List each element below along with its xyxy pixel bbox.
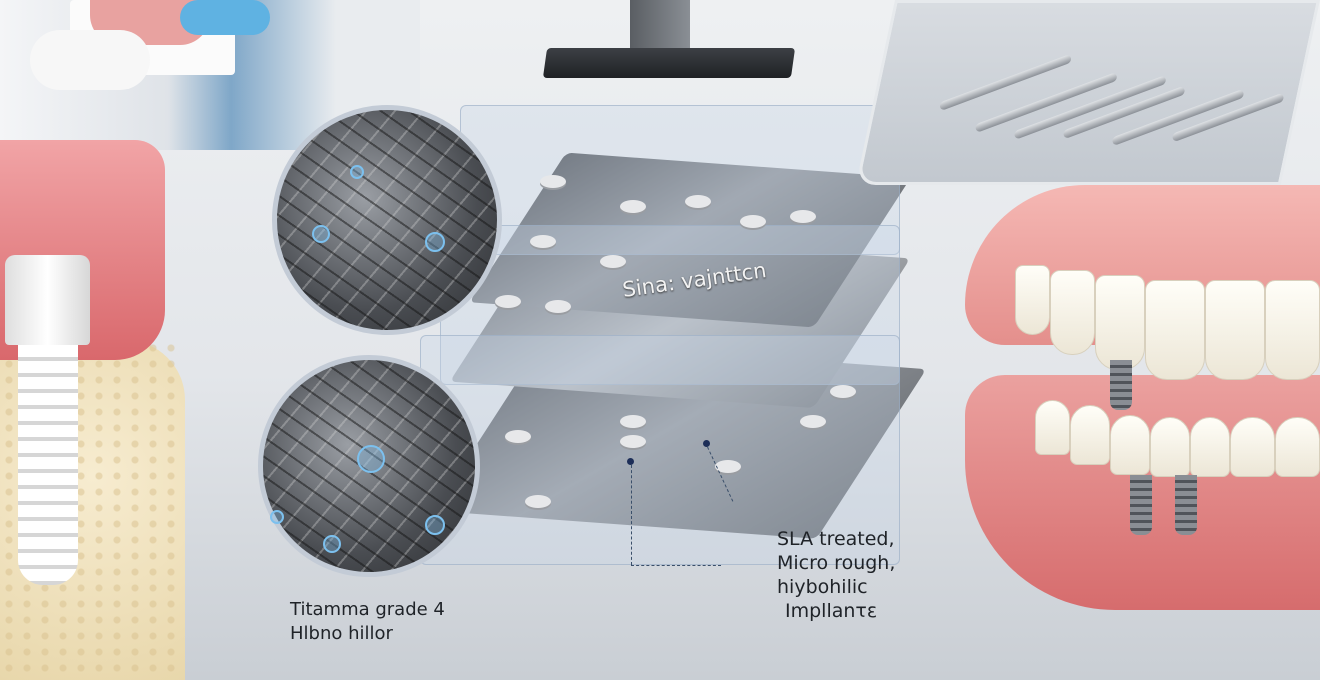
cell-bubble — [350, 165, 364, 179]
cell-bubble — [425, 515, 445, 535]
callout-line-text: hiybohilic — [777, 576, 868, 598]
callout-line-text: SLA treated, — [777, 528, 895, 550]
callout-line-text: Hlbno hillor — [290, 623, 393, 644]
callout-line — [631, 465, 632, 565]
implant-surface-layers — [320, 105, 927, 565]
surface-treatment-callout: SLA treated, Micro rough, hiybohilic Imp… — [777, 527, 895, 623]
micro-surface-magnified-bottom — [258, 355, 480, 577]
cell-bubble — [323, 535, 341, 553]
cell-bubble — [425, 232, 445, 252]
cell-bubble — [312, 225, 330, 243]
gloved-hand-left — [30, 30, 150, 90]
monitor-stand — [542, 0, 796, 82]
instrument-tray — [855, 0, 1320, 185]
cell-bubble — [357, 445, 385, 473]
callout-line — [631, 565, 721, 566]
callout-dot — [703, 440, 710, 447]
callout-line-text: Titamma grade 4 — [290, 599, 445, 620]
gloved-hand-right — [180, 0, 270, 35]
micro-surface-magnified-top — [272, 105, 502, 335]
material-callout: Titamma grade 4 Hlbno hillor — [290, 598, 445, 646]
full-denture-with-implants — [965, 185, 1320, 610]
callout-dot — [627, 458, 634, 465]
cell-bubble — [270, 510, 284, 524]
callout-line-text: Impllanτε — [785, 600, 878, 622]
callout-line-text: Micro rough, — [777, 552, 896, 574]
dental-implant-white — [0, 255, 95, 585]
